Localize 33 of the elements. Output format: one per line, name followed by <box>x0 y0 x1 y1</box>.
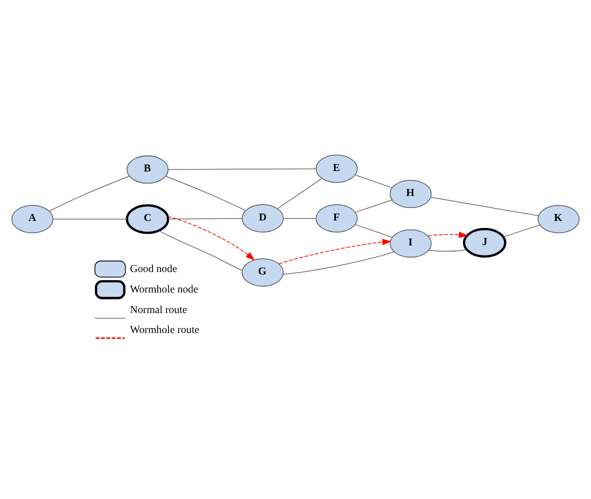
connector <box>502 224 540 237</box>
arrow <box>278 238 392 264</box>
connector <box>158 230 243 270</box>
connector <box>277 178 322 208</box>
node-ellipse: E <box>316 154 358 182</box>
legend-label: Normal route <box>130 304 188 316</box>
connector <box>354 224 393 238</box>
connector <box>430 196 539 216</box>
node-ellipse: A <box>11 204 54 233</box>
node-ellipse: F <box>316 204 358 232</box>
node-ellipse: G <box>242 258 284 286</box>
legend-label: Good node <box>130 262 178 274</box>
connector <box>168 168 316 170</box>
connector <box>428 248 468 252</box>
node-ellipse: K <box>538 204 580 233</box>
connector <box>354 174 393 188</box>
connector <box>165 175 246 210</box>
node-ellipse: C <box>126 204 170 234</box>
node-ellipse: J <box>462 227 506 258</box>
connector <box>168 218 242 219</box>
node-ellipse: B <box>126 154 169 184</box>
node-ellipse: I <box>390 228 432 258</box>
node-ellipse: D <box>242 204 284 232</box>
connector <box>354 199 392 212</box>
connector <box>48 175 130 212</box>
connector <box>282 250 394 274</box>
node-ellipse: H <box>390 179 432 208</box>
connector <box>283 217 316 218</box>
connector <box>52 218 128 219</box>
legend-label: Wormhole node <box>130 282 198 295</box>
legend-label: Wormhole route <box>130 323 200 336</box>
arrow <box>167 215 255 260</box>
arrow <box>428 231 468 238</box>
